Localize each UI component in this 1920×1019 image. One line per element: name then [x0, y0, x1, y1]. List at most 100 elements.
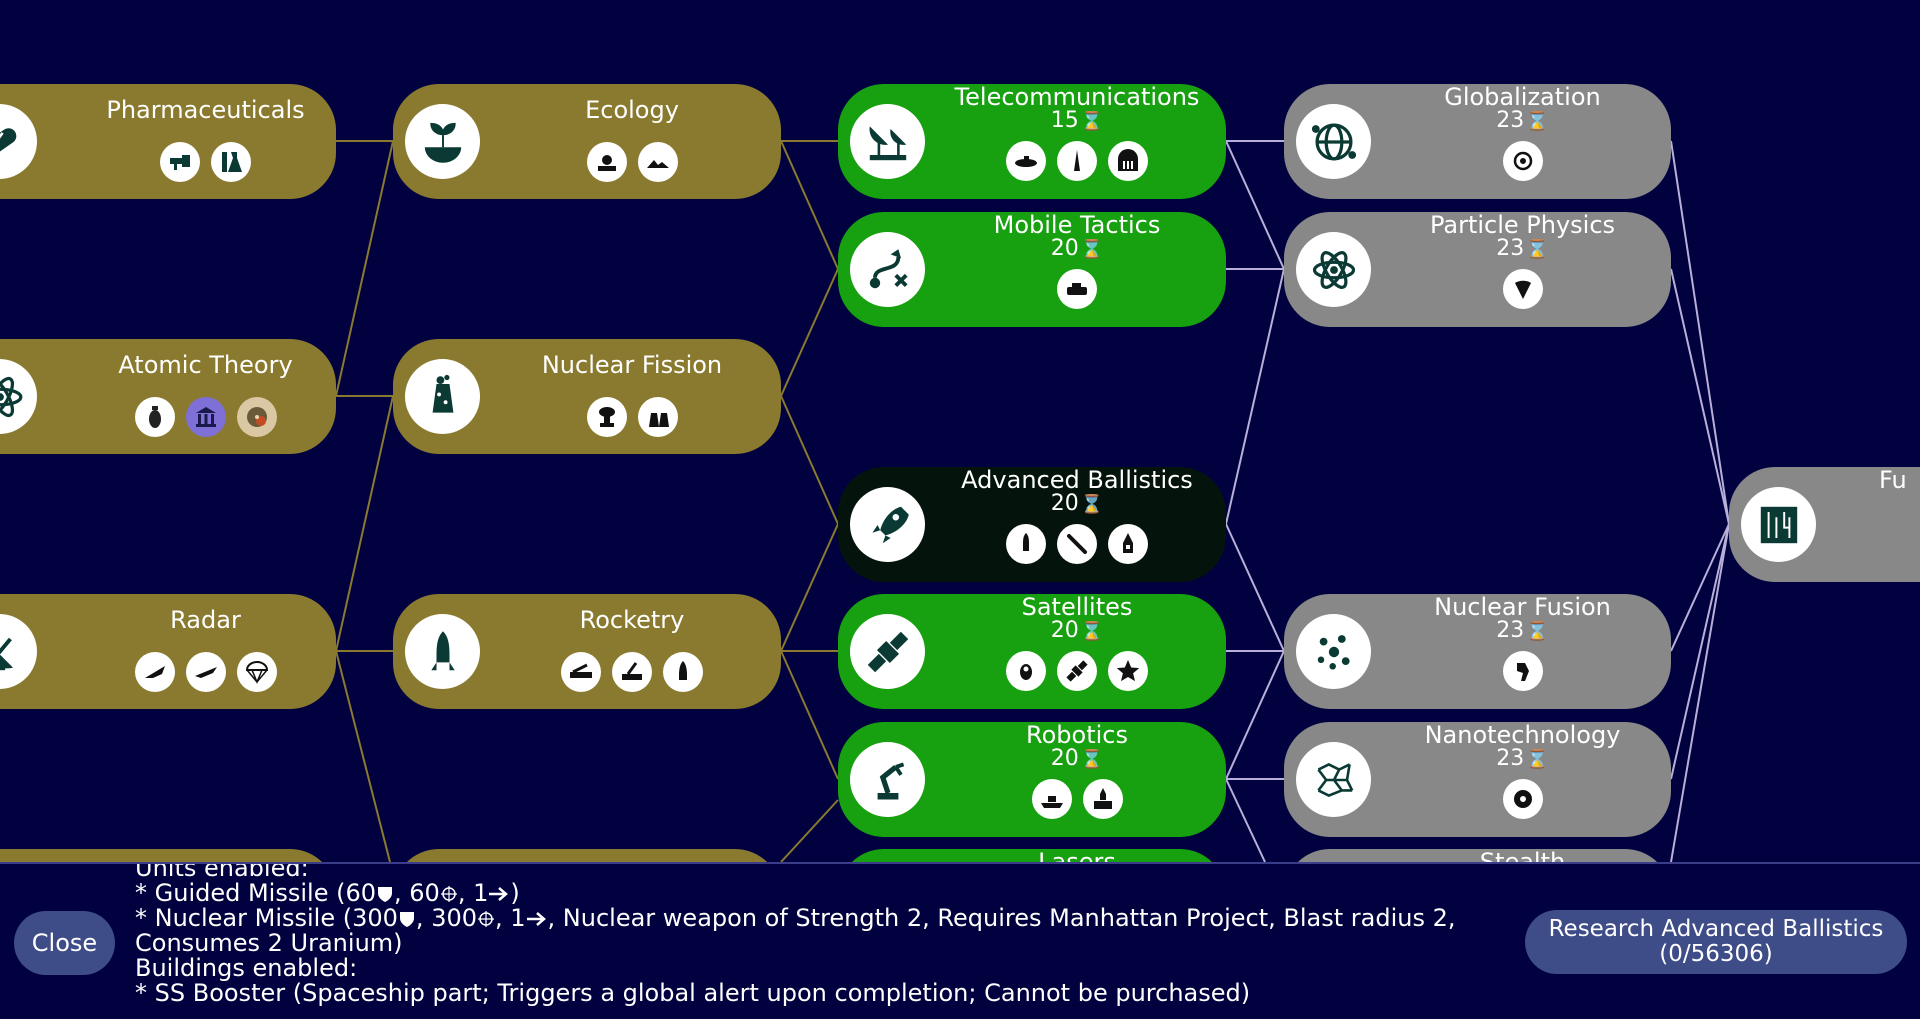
nature-reserve-icon[interactable]	[637, 142, 678, 182]
buildings-enabled-heading: Buildings enabled:	[135, 954, 358, 982]
radio-tower-icon[interactable]	[1057, 141, 1097, 181]
missile-cruiser-icon[interactable]	[1031, 779, 1072, 819]
fusion-particles-icon	[1296, 614, 1371, 689]
tech-turns: 23⌛	[1496, 746, 1549, 771]
tech-name: Robotics	[1026, 721, 1128, 749]
units-enabled-heading: Units enabled:	[135, 862, 309, 882]
tech-name: Fu	[1879, 466, 1907, 494]
parachute-icon[interactable]	[236, 652, 277, 692]
unlock-list	[928, 141, 1226, 181]
unlock-list	[75, 142, 336, 182]
tech-future-tech[interactable]: Fu	[1729, 466, 1920, 582]
tech-stealth[interactable]: Stealth	[1284, 848, 1671, 862]
tech-name: Telecommunications	[954, 83, 1200, 111]
rocket-artillery-icon[interactable]	[663, 652, 703, 692]
movement-icon	[489, 887, 509, 901]
tech-name: Nuclear Fission	[541, 351, 723, 379]
tech-pharmaceuticals[interactable]: Pharmaceuticals	[0, 84, 336, 199]
reactor-icon[interactable]	[637, 397, 678, 437]
tech-name: Nanotechnology	[1424, 721, 1621, 749]
unlock-list	[483, 652, 781, 692]
unlock-list	[928, 524, 1226, 564]
satellite-unit-icon[interactable]	[1057, 651, 1097, 691]
tech-name: Atomic Theory	[118, 351, 293, 379]
bomber-icon[interactable]	[185, 652, 226, 692]
fighter-jet-icon[interactable]	[134, 652, 175, 692]
spaceship-factory-icon[interactable]	[1082, 779, 1123, 819]
satellite-dish-icon	[0, 614, 37, 689]
solar-plant-icon[interactable]	[586, 142, 627, 182]
ss-cockpit-icon[interactable]	[1006, 651, 1046, 691]
tech-turns: 20⌛	[1050, 618, 1104, 643]
guided-missile-line: * Guided Missile (60, 60, 1)	[135, 879, 520, 907]
unlock-list	[928, 651, 1226, 691]
tech-particle-physics[interactable]: Particle Physics 23⌛	[1284, 211, 1671, 327]
uranium-resource-icon[interactable]	[236, 397, 277, 437]
tech-radar[interactable]: Radar	[0, 594, 336, 709]
tech-satellites[interactable]: Satellites 20⌛	[838, 593, 1226, 709]
medic-unit-icon[interactable]	[160, 142, 200, 182]
hadron-collider-icon[interactable]	[1502, 269, 1543, 309]
tech-name: Nuclear Fusion	[1434, 593, 1611, 621]
research-progress: (0/56306)	[1659, 941, 1773, 967]
unlock-list	[1374, 269, 1671, 309]
tech-robotics[interactable]: Robotics 20⌛	[838, 721, 1226, 837]
nuclear-plant-icon	[405, 359, 480, 434]
unlock-list	[483, 142, 781, 182]
tech-nuclear-fusion[interactable]: Nuclear Fusion 23⌛	[1284, 593, 1671, 709]
strength-icon	[399, 912, 414, 927]
nuclear-missile-icon[interactable]	[1057, 524, 1097, 564]
tech-telecommunications[interactable]: Telecommunications 15⌛	[838, 83, 1226, 199]
tech-atomic-theory[interactable]: Atomic Theory	[0, 339, 336, 454]
tech-cut-off	[0, 849, 336, 862]
unlock-list	[75, 652, 336, 692]
broadcast-tower-icon[interactable]	[1108, 141, 1148, 181]
tech-name: Particle Physics	[1429, 211, 1616, 239]
tech-globalization[interactable]: Globalization 23⌛	[1284, 83, 1671, 199]
circuit-board-icon	[1741, 487, 1816, 562]
tech-turns: 23⌛	[1496, 108, 1549, 133]
submarine-icon[interactable]	[1006, 141, 1046, 181]
tech-name: Rocketry	[579, 606, 685, 634]
tech-turns: 20⌛	[1050, 236, 1104, 261]
research-button-label: Research Advanced Ballistics	[1548, 916, 1884, 942]
rocket-launcher-icon[interactable]	[561, 652, 601, 692]
giant-death-robot-icon[interactable]	[1502, 651, 1543, 691]
mechanized-infantry-icon[interactable]	[1057, 269, 1097, 309]
strength-icon	[378, 887, 392, 902]
robot-arm-icon	[850, 742, 925, 817]
ss-booster-icon[interactable]	[1108, 524, 1148, 564]
tech-name: Ecology	[585, 96, 679, 124]
tech-name: Radar	[170, 606, 241, 634]
unlock-list	[1374, 779, 1671, 819]
tech-rocketry[interactable]: Rocketry	[393, 594, 781, 709]
unlock-list	[928, 779, 1226, 819]
tech-nanotechnology[interactable]: Nanotechnology 23⌛	[1284, 721, 1671, 837]
tech-tree[interactable]: Pharmaceuticals Atomic Theory Radar	[0, 0, 1920, 862]
tech-turns: 23⌛	[1496, 236, 1549, 261]
close-button[interactable]: Close	[14, 911, 115, 975]
tech-name: Lasers	[1038, 848, 1116, 862]
guided-missile-icon[interactable]	[1006, 524, 1046, 564]
unlock-list	[483, 397, 781, 437]
bomb-icon[interactable]	[134, 397, 175, 437]
range-icon	[478, 911, 494, 927]
tech-lasers[interactable]: Lasers	[838, 848, 1226, 862]
nuclear-missile-line: * Nuclear Missile (300, 300, 1, Nuclear …	[135, 904, 1456, 932]
research-button[interactable]: Research Advanced Ballistics (0/56306)	[1525, 910, 1907, 974]
tech-mobile-tactics[interactable]: Mobile Tactics 20⌛	[838, 211, 1226, 327]
nuclear-missile-line-cont: Consumes 2 Uranium)	[135, 929, 403, 957]
nano-mesh-icon	[1296, 742, 1371, 817]
atom-icon	[0, 359, 37, 434]
flask-building-icon[interactable]	[211, 142, 251, 182]
tech-advanced-ballistics[interactable]: Advanced Ballistics 20⌛	[838, 466, 1226, 582]
xcom-icon[interactable]	[1502, 779, 1543, 819]
tech-ecology[interactable]: Ecology	[393, 84, 781, 199]
tech-nuclear-fission[interactable]: Nuclear Fission	[393, 339, 781, 454]
artillery-icon[interactable]	[612, 652, 652, 692]
tech-turns: 20⌛	[1050, 746, 1104, 771]
museum-building-icon[interactable]	[185, 397, 226, 437]
mushroom-cloud-icon[interactable]	[586, 397, 627, 437]
apollo-program-icon[interactable]	[1108, 651, 1148, 691]
united-nations-icon[interactable]	[1502, 141, 1543, 181]
